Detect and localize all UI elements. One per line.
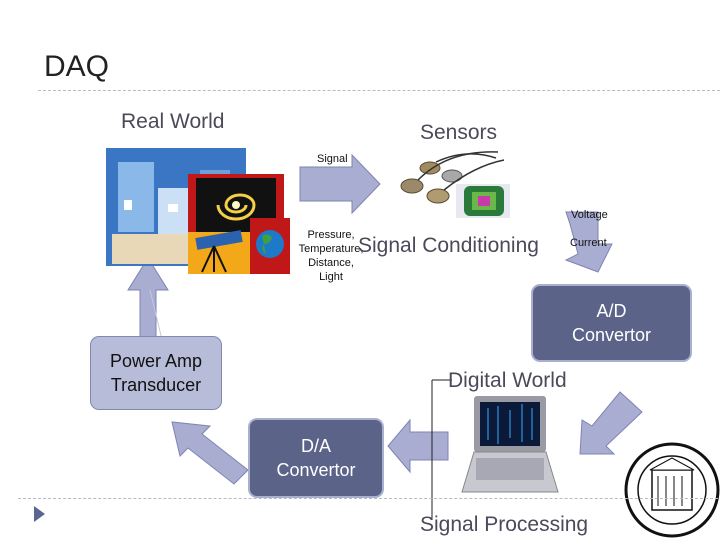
measurand-pressure: Pressure, bbox=[307, 229, 355, 241]
power-amp-line2: Transducer bbox=[110, 375, 202, 395]
laptop-icon bbox=[461, 396, 559, 493]
measurand-temperature: Temperature, bbox=[298, 243, 364, 255]
power-amp-transducer-box: Power Amp Transducer bbox=[90, 336, 222, 410]
slide-title: DAQ bbox=[44, 50, 110, 83]
da-to-poweramp-arrow bbox=[171, 421, 249, 485]
signal-arrow bbox=[299, 153, 381, 215]
digital-world-label: Digital World bbox=[448, 369, 567, 392]
ad-convertor-line2: Convertor bbox=[571, 325, 652, 345]
current-label: Current bbox=[570, 237, 607, 249]
slide-bullet-icon bbox=[34, 506, 45, 522]
measurand-distance: Distance, bbox=[308, 257, 354, 269]
da-convertor-box: D/A Convertor bbox=[248, 418, 384, 498]
title-divider bbox=[38, 90, 720, 91]
ad-to-digital-arrow bbox=[579, 391, 643, 455]
measurand-light: Light bbox=[319, 271, 343, 283]
telescope-icon bbox=[188, 230, 250, 274]
galaxy-icon bbox=[188, 174, 284, 236]
globe-icon bbox=[250, 218, 290, 274]
signal-processing-label: Signal Processing bbox=[420, 513, 589, 536]
signal-label: Signal bbox=[317, 153, 348, 165]
university-seal-icon bbox=[624, 442, 720, 538]
ad-convertor-box: A/D Convertor bbox=[531, 284, 692, 362]
power-amp-line1: Power Amp bbox=[109, 351, 203, 371]
ad-convertor-line1: A/D bbox=[596, 301, 627, 321]
real-world-label: Real World bbox=[121, 110, 225, 133]
voltage-label: Voltage bbox=[571, 209, 608, 221]
microchip-icon bbox=[456, 184, 510, 218]
sensor-probes-icon bbox=[400, 151, 505, 204]
da-convertor-line1: D/A bbox=[300, 436, 331, 456]
digital-to-da-arrow bbox=[387, 418, 449, 474]
sensors-label: Sensors bbox=[420, 121, 498, 144]
measurands-list: Pressure, Temperature, Distance, Light bbox=[298, 228, 364, 284]
footer-divider bbox=[18, 498, 718, 499]
da-convertor-line2: Convertor bbox=[276, 460, 356, 480]
voltage-current-arrow bbox=[564, 211, 613, 273]
signal-conditioning-label: Signal Conditioning bbox=[358, 234, 539, 257]
poweramp-to-realworld-arrow bbox=[127, 257, 169, 347]
